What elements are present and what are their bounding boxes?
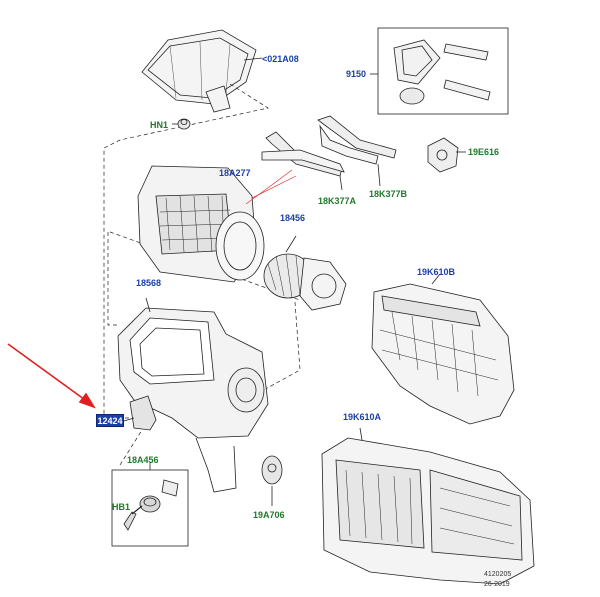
callout-19K610B[interactable]: 19K610B [417,267,456,277]
main-housing-19K610A-drawing [321,427,535,585]
callout-19A706[interactable]: 19A706 [253,510,285,520]
leader-021A08 [243,57,263,61]
lower-housing-18568-drawing [117,297,269,493]
actuator-19E616-drawing [427,137,466,173]
red-arrow [7,343,96,409]
evaporator-housing-19K610B-drawing [371,273,515,425]
seal-kit-9150-drawing [370,27,509,115]
brackets-18K377-drawing [261,115,397,191]
gasket-12424-drawing [123,395,157,431]
reference-date: 26-2019 [484,581,510,588]
callout-19E616[interactable]: 19E616 [468,147,500,157]
cover-021A08-drawing [141,29,257,113]
actuator-19A706-drawing [261,455,283,506]
callout-18A277[interactable]: 18A277 [219,168,251,178]
callout-18456[interactable]: 18456 [280,213,306,223]
kit-18A456-drawing [111,462,189,547]
callout-12424-highlighted[interactable]: 12424 [96,414,124,427]
callout-021A08[interactable]: <021A08 [262,54,299,64]
callout-18A456[interactable]: 18A456 [127,455,159,465]
callout-18K377A[interactable]: 18K377A [318,196,357,206]
reference-code: 4120205 [484,571,512,578]
callout-9150[interactable]: 9150 [346,69,367,79]
blower-housing-18A277-drawing [137,165,297,283]
callout-HB1[interactable]: HB1 [112,502,131,512]
callout-HN1[interactable]: HN1 [150,120,169,130]
nut-HN1-drawing [172,118,191,130]
callout-18568[interactable]: 18568 [136,278,162,288]
callout-18K377B[interactable]: 18K377B [369,189,408,199]
callout-19K610A[interactable]: 19K610A [343,412,382,422]
blower-motor-18456-drawing [263,235,347,311]
